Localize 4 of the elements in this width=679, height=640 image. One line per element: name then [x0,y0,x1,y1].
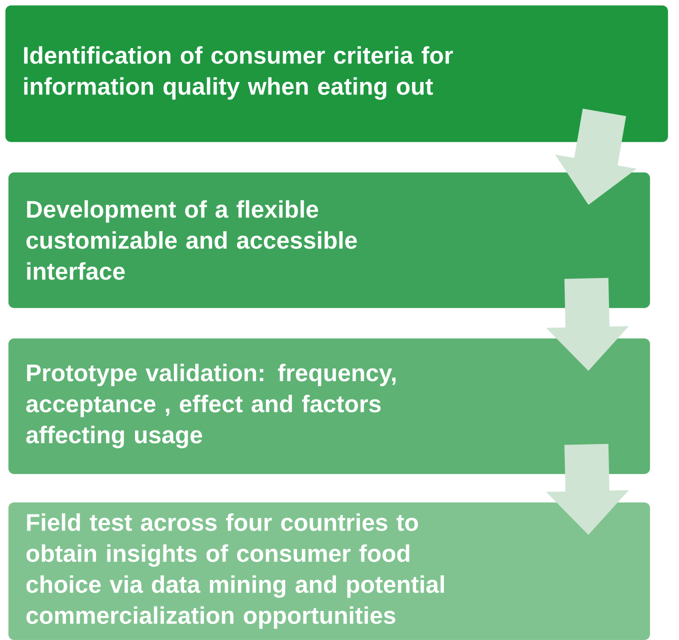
process-box: Identification of consumer criteria for information quality when eating out [5,5,668,142]
process-box: Field test across four countries to obtain insights of consumer food choice via data mining and potential commercialization opportunities [8,502,650,640]
process-box: Prototype validation: frequency, acceptance , effect and factors affecting usage [8,338,650,474]
process-box: Development of a flexible customizable and accessible interface [8,172,650,308]
